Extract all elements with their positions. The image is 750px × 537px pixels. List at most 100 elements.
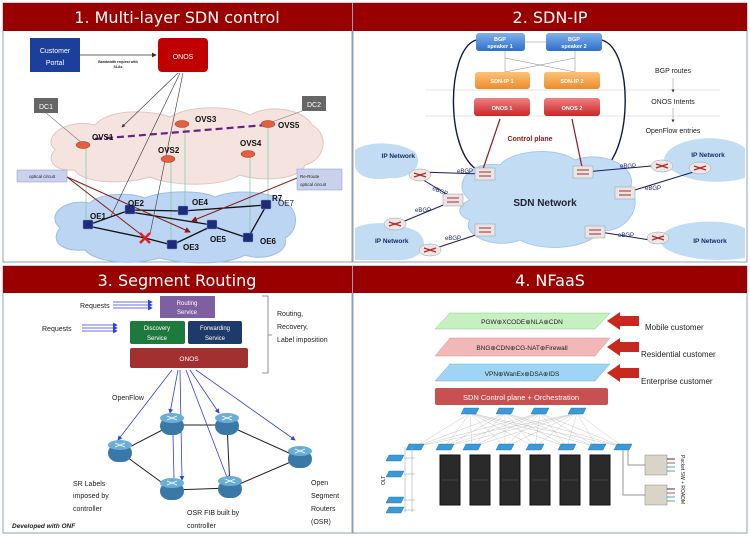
router-arrows-icon bbox=[166, 415, 178, 421]
switch-icon bbox=[405, 443, 425, 451]
fabric-link bbox=[504, 412, 541, 448]
customer-portal-box bbox=[30, 38, 80, 72]
discovery-service-box bbox=[130, 321, 185, 344]
olt-label: OLT bbox=[381, 476, 387, 485]
switch-arrows-icon bbox=[577, 169, 589, 175]
mobile-customer-label: Mobile customer bbox=[645, 323, 704, 332]
switch-icon bbox=[557, 443, 577, 451]
optical-circuit-label: optical circuit bbox=[29, 174, 56, 179]
arrow-left-icon bbox=[607, 364, 639, 382]
ip-network-cloud bbox=[660, 221, 745, 260]
bgp-speaker-1-label: BGP bbox=[494, 37, 506, 43]
fabric-link bbox=[566, 412, 578, 448]
fabric-link bbox=[444, 412, 471, 448]
enterprise-customer-label: Enterprise customer bbox=[641, 377, 713, 386]
fabric-link bbox=[576, 412, 624, 448]
fabric-link bbox=[469, 412, 624, 448]
optical-switch-icon bbox=[82, 219, 94, 230]
router-arrows-icon bbox=[655, 163, 669, 169]
ovs3-label: OVS3 bbox=[195, 115, 217, 124]
switch-icon bbox=[474, 167, 496, 181]
switch-icon bbox=[495, 407, 515, 415]
arrow-left-icon bbox=[607, 338, 639, 356]
switch-icon bbox=[442, 193, 464, 207]
ovs-switch-icon bbox=[240, 150, 256, 158]
packet-sw-label: Packet SW + ROADM bbox=[679, 455, 685, 504]
sdn-ip-2-box bbox=[544, 72, 600, 89]
reroute-lines bbox=[66, 176, 298, 237]
fabric-link bbox=[471, 412, 541, 448]
switch-icon bbox=[613, 443, 633, 451]
ovs-switch-icon bbox=[160, 155, 176, 163]
ovs-switches bbox=[75, 120, 276, 163]
onos-intents-label: ONOS Intents bbox=[651, 99, 695, 106]
open-segment-text: Routers bbox=[311, 506, 336, 513]
control-link bbox=[571, 118, 584, 173]
control-orchestration-label: SDN Control plane + Orchestration bbox=[463, 393, 579, 402]
residential-chain: BNG⊕CDN⊕CG-NAT⊕Firewall bbox=[476, 345, 568, 352]
network-devices bbox=[383, 159, 712, 257]
control-plane-label: Control plane bbox=[507, 136, 552, 143]
fabric-link bbox=[504, 412, 598, 448]
switch-arrows-icon bbox=[479, 171, 491, 177]
ip-network-label: IP Network bbox=[375, 238, 409, 245]
dc1-label: DC1 bbox=[39, 104, 53, 111]
bgp-session-line bbox=[452, 39, 483, 173]
onos-2-label: ONOS 2 bbox=[562, 106, 583, 112]
osr-fib-text: controller bbox=[187, 523, 216, 530]
switch-icon bbox=[587, 443, 607, 451]
open-segment-text: Open bbox=[311, 480, 328, 487]
ovs4-label: OVS4 bbox=[240, 139, 262, 148]
fabric-link bbox=[504, 412, 578, 448]
openflow-entries-label: OpenFlow entries bbox=[646, 128, 701, 135]
sr-labels-text: controller bbox=[73, 506, 102, 513]
switch-icon bbox=[385, 470, 405, 478]
panel-title: 4. NFaaS bbox=[515, 271, 585, 290]
panel-title: 2. SDN-IP bbox=[513, 8, 588, 27]
ovs5-label: OVS5 bbox=[278, 121, 300, 130]
panel-title: 3. Segment Routing bbox=[98, 271, 257, 290]
switch-icon bbox=[460, 407, 480, 415]
customer-portal-label: Customer bbox=[40, 48, 71, 55]
switch-icon bbox=[614, 186, 636, 200]
fabric-link bbox=[444, 412, 506, 448]
fabric-link bbox=[469, 412, 506, 448]
router-arrows-icon bbox=[693, 165, 707, 171]
ovs1-label: OVS1 bbox=[92, 133, 114, 142]
ip-network-cloud bbox=[355, 143, 419, 180]
switch-icon bbox=[525, 443, 545, 451]
roadm-icon bbox=[644, 484, 668, 506]
bandwidth-request-label: SLAs bbox=[114, 65, 123, 69]
panel-nfaas: 4. NFaaS PGW⊕XCODE⊕NLA⊕CDN BNG⊕CDN⊕CG-NA… bbox=[352, 265, 748, 534]
switch-icon bbox=[385, 496, 405, 504]
ip-network-label: IP Network bbox=[693, 238, 727, 245]
control-orchestration-box bbox=[435, 388, 608, 405]
forwarding-service-label: Forwarding bbox=[200, 326, 230, 332]
panel-multilayer-sdn: 1. Multi-layer SDN control Customer Port… bbox=[2, 2, 353, 264]
residential-customer-label: Residential customer bbox=[641, 350, 716, 359]
router-arrows-icon bbox=[114, 442, 126, 448]
routing-service-box bbox=[160, 296, 215, 318]
bgp-speaker-2 bbox=[546, 33, 602, 51]
oe4-label: OE4 bbox=[192, 198, 209, 207]
ovs2-label: OVS2 bbox=[158, 146, 180, 155]
onos-1-label: ONOS 1 bbox=[492, 106, 513, 112]
switch-icon bbox=[435, 443, 455, 451]
residential-slice bbox=[434, 337, 611, 357]
bgp-speaker-2-label: speaker 2 bbox=[561, 44, 586, 50]
reroute-label: optical circuit bbox=[300, 182, 327, 187]
fabric-link bbox=[414, 412, 471, 448]
optical-switch-icon bbox=[166, 239, 178, 250]
enterprise-slice bbox=[434, 363, 611, 382]
fabric-link bbox=[539, 412, 624, 448]
router-arrows-icon bbox=[413, 172, 427, 178]
sdn-ip-1-box bbox=[475, 72, 530, 89]
router-arrows-icon bbox=[294, 448, 306, 454]
fabric-link bbox=[444, 412, 541, 448]
ip-network-label: IP Network bbox=[691, 152, 725, 159]
sdn-network-label: SDN Network bbox=[513, 198, 577, 209]
enterprise-chain: VPN⊕WanEx⊕DSA⊕IDS bbox=[485, 371, 560, 378]
request-arrows bbox=[82, 299, 153, 334]
switch-icon bbox=[530, 407, 550, 415]
